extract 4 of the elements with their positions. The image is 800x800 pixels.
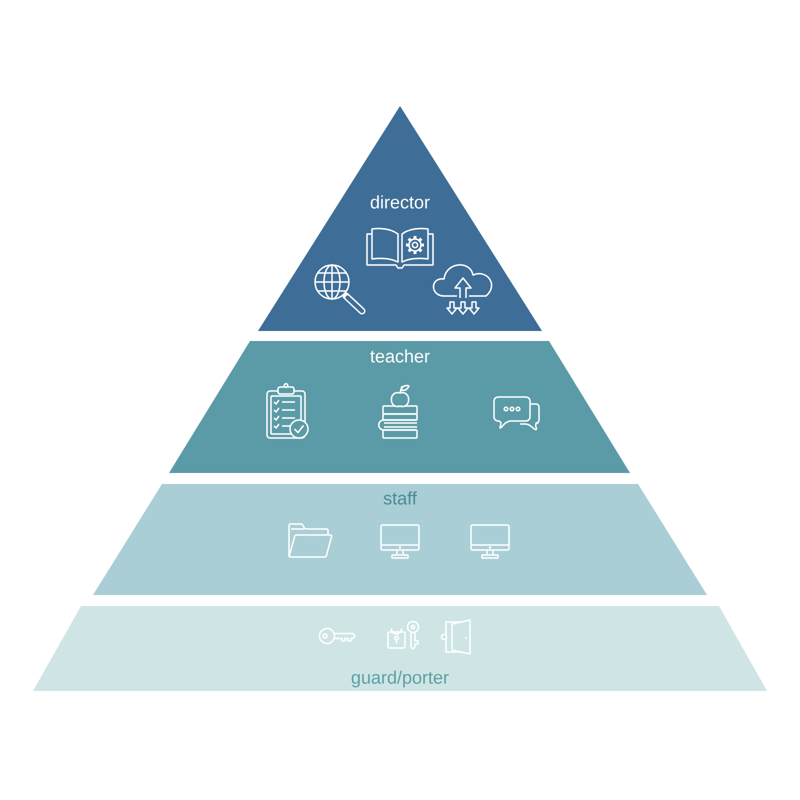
pyramid-tier: teacher xyxy=(169,341,630,473)
pyramid-tier: director xyxy=(258,106,542,331)
pyramid-tier: guard/porter xyxy=(33,606,767,691)
pyramid-tier: staff xyxy=(93,484,707,595)
